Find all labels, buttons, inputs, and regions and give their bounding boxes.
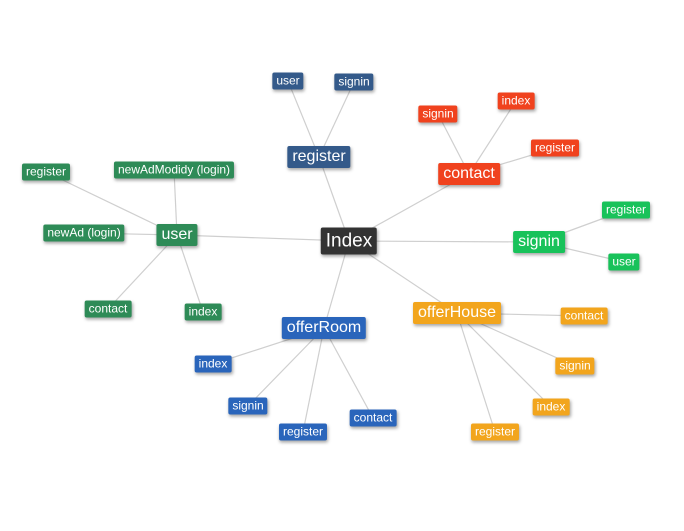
node-offerroom-contact[interactable]: contact <box>349 409 397 427</box>
edge-offerRoom-offerRoom_signin <box>247 327 325 407</box>
node-contact-signin[interactable]: signin <box>418 105 458 123</box>
node-user[interactable]: user <box>156 224 198 246</box>
edge-offerRoom-offerRoom_register <box>302 327 325 433</box>
node-offerhouse-signin[interactable]: signin <box>555 357 595 375</box>
edge-contact-contact_index <box>468 100 517 175</box>
edge-user-user_register <box>45 171 178 236</box>
edge-offerHouse-offerHouse_register <box>456 312 496 433</box>
edge-index-offerRoom <box>323 240 350 329</box>
node-signin-register[interactable]: register <box>601 201 651 219</box>
node-user-index[interactable]: index <box>184 303 222 321</box>
node-user-contact[interactable]: contact <box>84 300 132 318</box>
node-register-signin[interactable]: signin <box>334 73 374 91</box>
node-offerroom-index[interactable]: index <box>194 355 232 373</box>
node-offerhouse[interactable]: offerHouse <box>413 302 501 324</box>
edge-offerHouse-offerHouse_index <box>456 312 552 408</box>
node-offerhouse-index[interactable]: index <box>532 398 570 416</box>
node-contact-register[interactable]: register <box>530 139 580 157</box>
node-offerroom-register[interactable]: register <box>278 423 328 441</box>
node-signin-user[interactable]: user <box>608 253 640 271</box>
node-register[interactable]: register <box>287 146 351 168</box>
node-user-newad[interactable]: newAd (login) <box>43 224 125 242</box>
node-contact-index[interactable]: index <box>497 92 535 110</box>
edge-register-register_user <box>287 80 320 158</box>
edge-user-user_contact <box>107 234 178 310</box>
node-offerroom-signin[interactable]: signin <box>228 397 268 415</box>
node-user-register[interactable]: register <box>21 163 71 181</box>
node-index[interactable]: Index <box>320 227 378 255</box>
node-offerhouse-register[interactable]: register <box>470 423 520 441</box>
node-offerroom[interactable]: offerRoom <box>281 317 367 339</box>
node-user-newadmodify[interactable]: newAdModidy (login) <box>113 161 235 179</box>
edge-index-signin <box>348 240 540 243</box>
node-contact[interactable]: contact <box>438 163 500 185</box>
edge-offerRoom-offerRoom_contact <box>323 327 374 419</box>
node-offerhouse-contact[interactable]: contact <box>560 307 608 325</box>
node-register-user[interactable]: user <box>272 72 304 90</box>
edge-index-user <box>176 234 350 242</box>
node-signin[interactable]: signin <box>513 231 565 253</box>
edge-register-register_signin <box>318 81 355 158</box>
graph-edges <box>45 80 627 433</box>
edge-user-user_index <box>176 234 204 313</box>
edge-index-register <box>318 156 350 242</box>
